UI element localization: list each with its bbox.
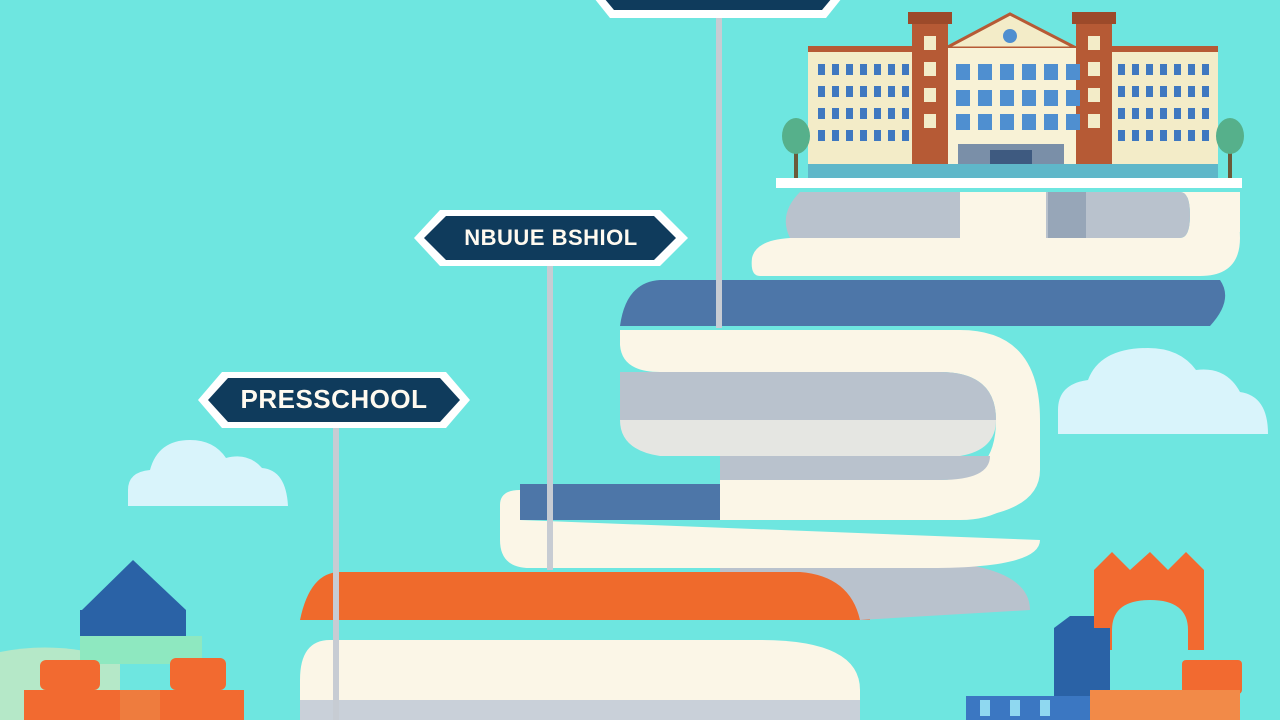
window (1022, 64, 1036, 80)
window (1118, 64, 1125, 75)
signpost-pole-preschool (333, 420, 339, 720)
window (956, 64, 970, 80)
window (978, 90, 992, 106)
window (956, 90, 970, 106)
window (1160, 108, 1167, 119)
window (1000, 114, 1014, 130)
window (888, 130, 895, 141)
window (924, 88, 936, 102)
window (832, 86, 839, 97)
window (1202, 130, 1209, 141)
window (818, 130, 825, 141)
window (1202, 86, 1209, 97)
window (1160, 64, 1167, 75)
signpost-pole-middle (547, 258, 553, 570)
window (1022, 114, 1036, 130)
window (818, 86, 825, 97)
window (888, 108, 895, 119)
window (846, 130, 853, 141)
window (902, 108, 909, 119)
window (1160, 130, 1167, 141)
window (860, 86, 867, 97)
window (1146, 86, 1153, 97)
school-windows (818, 29, 1209, 141)
winding-road (300, 192, 1240, 720)
window (1132, 108, 1139, 119)
round-window (1003, 29, 1017, 43)
window (846, 86, 853, 97)
window (1202, 108, 1209, 119)
window (978, 114, 992, 130)
window (1044, 64, 1058, 80)
window (1118, 130, 1125, 141)
window (1188, 108, 1195, 119)
window (888, 64, 895, 75)
window (978, 64, 992, 80)
window (956, 114, 970, 130)
toy-blocks-right (966, 552, 1242, 720)
window (1146, 130, 1153, 141)
window (1066, 90, 1080, 106)
window (846, 108, 853, 119)
window (874, 64, 881, 75)
window (818, 108, 825, 119)
cloud-right (1058, 348, 1268, 434)
window (1088, 88, 1100, 102)
window (1118, 86, 1125, 97)
window (1088, 36, 1100, 50)
window (832, 64, 839, 75)
window (1174, 108, 1181, 119)
signpost-pole-top (716, 10, 722, 328)
window (902, 130, 909, 141)
window (1188, 64, 1195, 75)
sign-plate-middle (424, 216, 676, 260)
window (818, 64, 825, 75)
cloud-left (128, 440, 288, 506)
window (1188, 86, 1195, 97)
window (860, 64, 867, 75)
window (924, 62, 936, 76)
toy-blocks-left (24, 560, 244, 720)
window (1174, 64, 1181, 75)
window (1044, 90, 1058, 106)
window (888, 86, 895, 97)
window (924, 36, 936, 50)
window (860, 108, 867, 119)
window (1022, 90, 1036, 106)
window (874, 86, 881, 97)
window (1188, 130, 1195, 141)
window (874, 108, 881, 119)
window (1132, 86, 1139, 97)
window (1088, 114, 1100, 128)
window (902, 86, 909, 97)
window (1160, 86, 1167, 97)
window (1146, 64, 1153, 75)
window (924, 114, 936, 128)
window (1000, 64, 1014, 80)
window (1146, 108, 1153, 119)
sign-plate-top (605, 0, 831, 10)
window (1088, 62, 1100, 76)
window (1202, 64, 1209, 75)
window (860, 130, 867, 141)
window (1132, 64, 1139, 75)
window (1066, 64, 1080, 80)
sign-plate-preschool (208, 378, 460, 422)
window (1118, 108, 1125, 119)
window (1174, 86, 1181, 97)
window (832, 108, 839, 119)
window (902, 64, 909, 75)
window (846, 64, 853, 75)
window (832, 130, 839, 141)
window (1132, 130, 1139, 141)
window (1066, 114, 1080, 130)
window (874, 130, 881, 141)
window (1174, 130, 1181, 141)
window (1000, 90, 1014, 106)
window (1044, 114, 1058, 130)
